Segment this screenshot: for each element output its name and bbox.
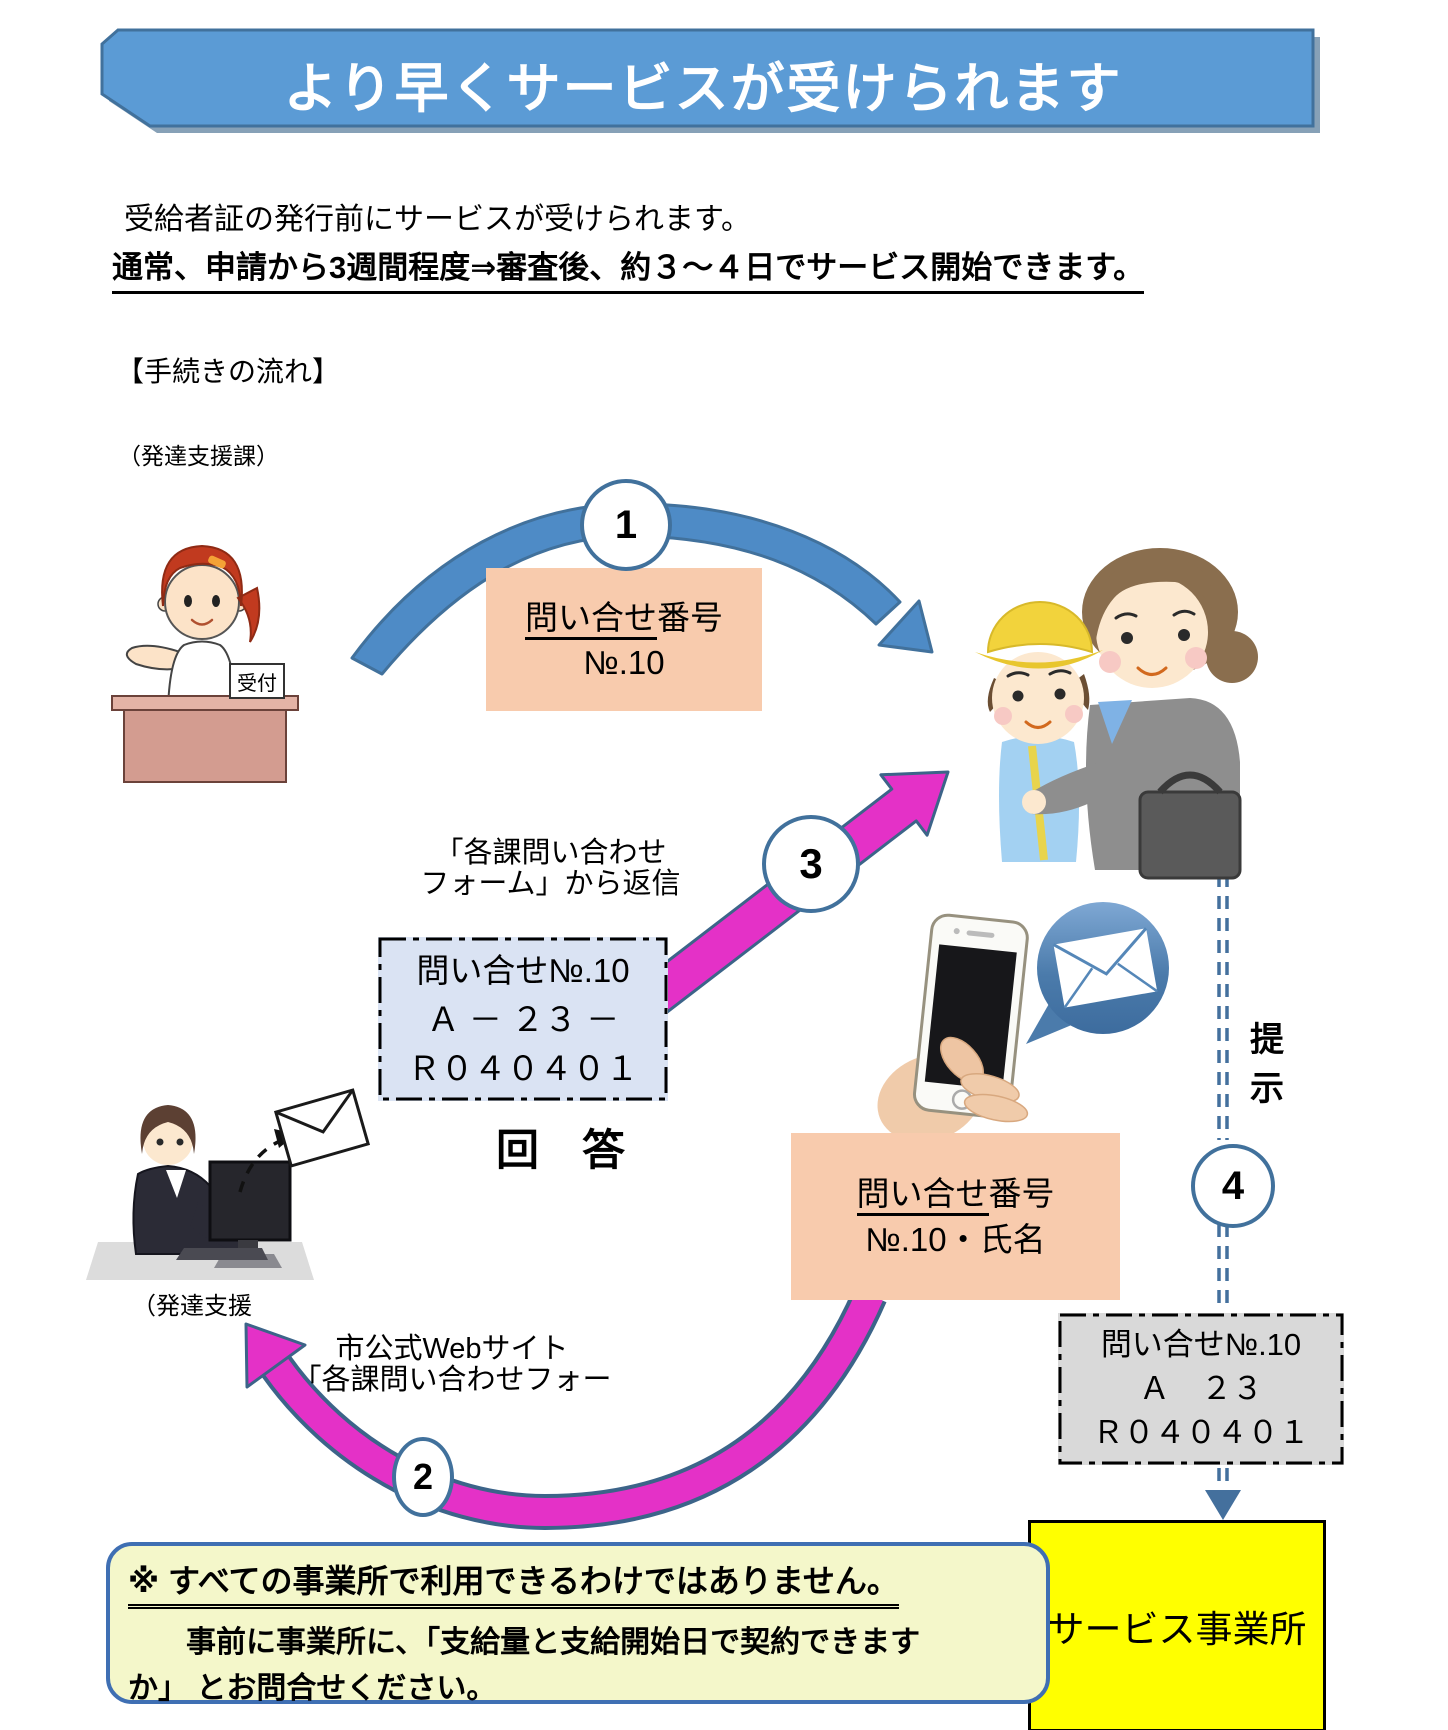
present-label: 提示 bbox=[1250, 1021, 1284, 1109]
department-label: （発達支援課） bbox=[118, 443, 279, 469]
intro-highlight-underline: 通常、申請から3週間程度⇒審査後、約３～４日でサービス開始できます。 bbox=[112, 242, 1145, 294]
answer-label: 回 答 bbox=[496, 1127, 625, 1175]
service-office-box: サービス事業所 bbox=[1028, 1520, 1326, 1730]
ticket-line3: Ｒ０４０４０１ bbox=[1092, 1415, 1310, 1450]
parent-child-illustration bbox=[975, 548, 1258, 880]
department-label-partial: （発達支援 bbox=[132, 1293, 252, 1320]
inquiry-detail-line2: Ａ － ２３ － bbox=[426, 1000, 620, 1038]
inquiry-name-title: 問い合せ番号 bbox=[856, 1171, 1055, 1217]
inquiry-name-title-rest: 番号 bbox=[988, 1174, 1055, 1212]
intro-text: 受給者証の発行前にサービスが受けられます。 bbox=[124, 203, 751, 236]
office-worker-illustration bbox=[86, 1105, 314, 1280]
inquiry-number-title-rest: 番号 bbox=[657, 598, 723, 636]
step-2-number: 2 bbox=[412, 1456, 434, 1497]
inquiry-detail-line3: Ｒ０４０４０１ bbox=[407, 1049, 639, 1087]
inquiry-name-box: 問い合せ番号 №.10・氏名 bbox=[791, 1133, 1120, 1300]
inquiry-detail-line1: 問い合せ№.10 bbox=[416, 951, 630, 989]
step-4-number: 4 bbox=[1221, 1163, 1245, 1208]
step1-arrow bbox=[350, 502, 934, 676]
inquiry-name-value: №.10・氏名 bbox=[865, 1220, 1046, 1258]
caution-note-line1-text: ※ すべての事業所で利用できるわけではありません。 bbox=[128, 1556, 899, 1609]
reception-sign-label: 受付 bbox=[237, 672, 277, 695]
caution-note-line2: 事前に事業所に、「支給量と支給開始日で契約できます bbox=[186, 1626, 921, 1659]
title-banner-shape bbox=[100, 28, 1320, 133]
ticket-line2: Ａ ２３ bbox=[1139, 1371, 1263, 1406]
web-note-line2: 「各課問い合わせフォー bbox=[292, 1364, 612, 1396]
service-office-label: サービス事業所 bbox=[1047, 1609, 1307, 1650]
ticket-box: 問い合せ№.10 Ａ ２３ Ｒ０４０４０１ bbox=[1058, 1313, 1344, 1465]
step4-arrowhead-icon bbox=[1205, 1490, 1241, 1520]
step-1-badge: 1 bbox=[580, 479, 672, 571]
ticket-line1: 問い合せ№.10 bbox=[1100, 1327, 1302, 1362]
inquiry-number-title: 問い合せ番号 bbox=[525, 595, 723, 640]
caution-note-box: ※ すべての事業所で利用できるわけではありません。 事前に事業所に、「支給量と支… bbox=[106, 1542, 1050, 1705]
inquiry-detail-box-border bbox=[378, 937, 668, 1101]
inquiry-detail-box: 問い合せ№.10 Ａ － ２３ － Ｒ０４０４０１ bbox=[378, 937, 668, 1101]
step-1-number: 1 bbox=[614, 502, 638, 547]
step-3-number: 3 bbox=[799, 840, 823, 887]
sent-mail-envelope-icon bbox=[238, 1088, 371, 1193]
flow-heading: 【手続きの流れ】 bbox=[116, 356, 341, 387]
step-2-badge: 2 bbox=[392, 1437, 454, 1517]
step4-dashed-line bbox=[1217, 874, 1229, 1492]
inquiry-name-title-underlined: 問い合せ bbox=[856, 1174, 989, 1216]
page-title: より早くサービスが受けられます bbox=[283, 59, 1123, 119]
inquiry-number-value: №.10 bbox=[583, 643, 665, 681]
reply-note: 「各課問い合わせ フォーム」から返信 bbox=[398, 838, 703, 900]
web-note: 市公式Webサイト 「各課問い合わせフォー bbox=[292, 1334, 612, 1396]
inquiry-number-title-underlined: 問い合せ bbox=[525, 598, 657, 640]
intro-highlight-text: 通常、申請から3週間程度⇒審査後、約３～４日でサービス開始できます。 bbox=[112, 242, 1145, 294]
caution-note-line3: か」 とお問合せください。 bbox=[128, 1672, 497, 1705]
reply-note-line2: フォーム」から返信 bbox=[420, 868, 681, 900]
step-4-badge: 4 bbox=[1191, 1144, 1275, 1228]
reply-note-line1: 「各課問い合わせ bbox=[434, 837, 667, 869]
caution-note-line1: ※ すべての事業所で利用できるわけではありません。 bbox=[128, 1556, 1028, 1609]
step2-arrow bbox=[244, 1287, 887, 1531]
inquiry-number-box: 問い合せ番号 №.10 bbox=[486, 568, 762, 711]
smartphone-in-hand-illustration bbox=[877, 913, 1029, 1142]
web-note-line1: 市公式Webサイト bbox=[335, 1333, 569, 1365]
receptionist-illustration: 受付 bbox=[111, 544, 299, 783]
mail-bubble-icon bbox=[1026, 902, 1169, 1044]
step-3-badge: 3 bbox=[762, 815, 860, 913]
ticket-box-border bbox=[1058, 1313, 1344, 1465]
